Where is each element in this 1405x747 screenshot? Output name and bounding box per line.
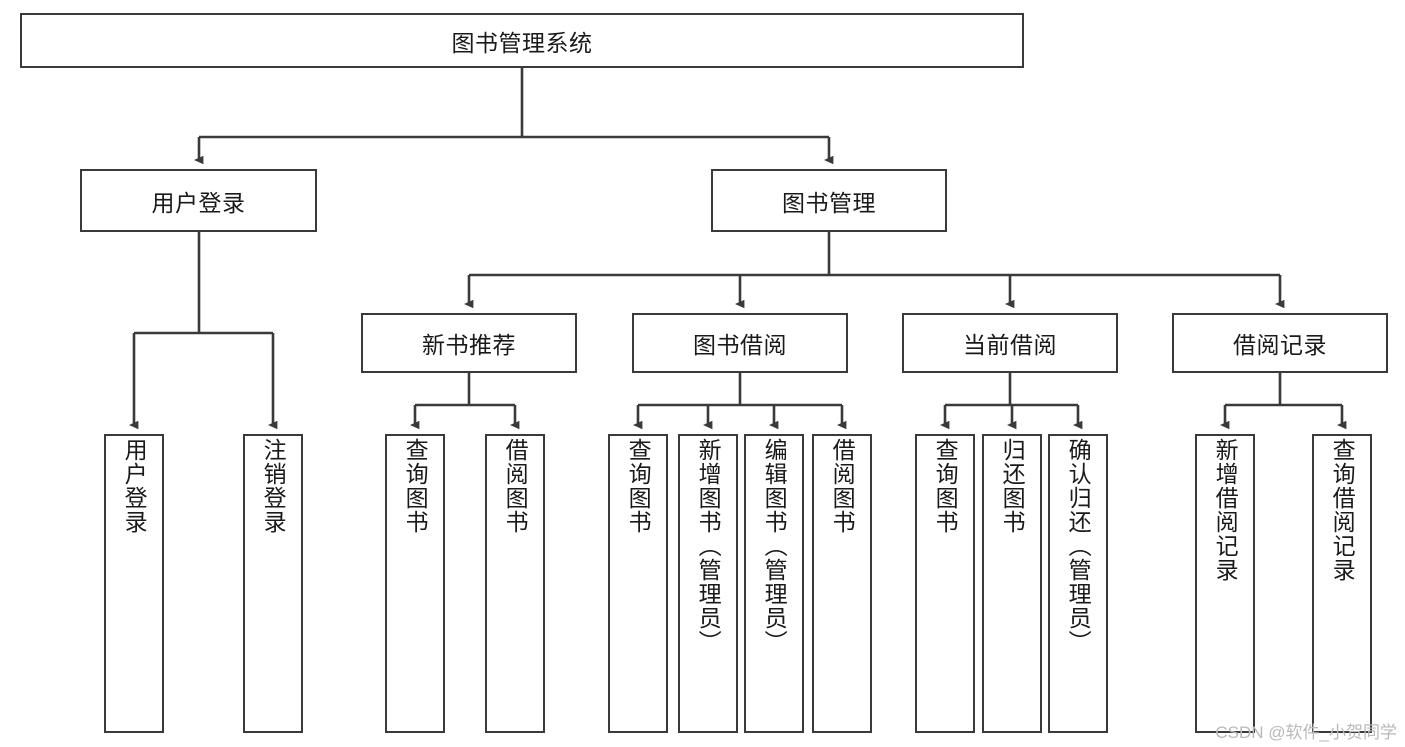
node-borrow-record[interactable]: 借阅记录 [1172,313,1388,373]
leaf-node[interactable]: 查询借阅记录 [1312,434,1372,733]
node-book-management[interactable]: 图书管理 [711,169,947,232]
leaf-label: 编辑图书（管理员） [761,438,788,654]
node-current-borrow-label: 当前借阅 [963,332,1057,358]
leaf-node[interactable]: 借阅图书 [485,434,545,733]
leaf-node[interactable]: 查询图书 [385,434,445,733]
leaf-node[interactable]: 归还图书 [982,434,1042,733]
node-book-borrow-label: 图书借阅 [693,332,787,358]
node-user-login-label: 用户登录 [151,189,246,216]
leaf-label: 查询借阅记录 [1329,438,1356,582]
node-root-label: 图书管理系统 [451,29,593,56]
leaf-label: 注销登录 [260,438,287,534]
node-user-login[interactable]: 用户登录 [80,169,317,232]
node-root[interactable]: 图书管理系统 [20,13,1024,68]
leaf-label: 用户登录 [121,438,148,534]
node-new-book-recommend-label: 新书推荐 [422,332,516,358]
leaf-label: 查询图书 [932,438,959,534]
leaf-node[interactable]: 新增借阅记录 [1195,434,1255,733]
leaf-node[interactable]: 借阅图书 [812,434,872,733]
leaf-label: 查询图书 [625,438,652,534]
leaf-node[interactable]: 编辑图书（管理员） [744,434,804,733]
leaf-label: 借阅图书 [829,438,856,534]
leaf-label: 查询图书 [402,438,429,534]
leaf-node[interactable]: 确认归还（管理员） [1048,434,1108,733]
leaf-node[interactable]: 用户登录 [104,434,164,733]
leaf-node[interactable]: 查询图书 [915,434,975,733]
node-new-book-recommend[interactable]: 新书推荐 [361,313,577,373]
node-book-borrow[interactable]: 图书借阅 [632,313,848,373]
leaf-label: 借阅图书 [502,438,529,534]
leaf-node[interactable]: 查询图书 [608,434,668,733]
leaf-label: 归还图书 [999,438,1026,534]
leaf-label: 新增借阅记录 [1212,438,1239,582]
node-current-borrow[interactable]: 当前借阅 [902,313,1118,373]
node-borrow-record-label: 借阅记录 [1233,332,1327,358]
node-book-management-label: 图书管理 [782,189,876,216]
leaf-node[interactable]: 注销登录 [243,434,303,733]
leaf-label: 确认归还（管理员） [1065,438,1092,654]
leaf-label: 新增图书（管理员） [695,438,722,654]
leaf-node[interactable]: 新增图书（管理员） [678,434,738,733]
